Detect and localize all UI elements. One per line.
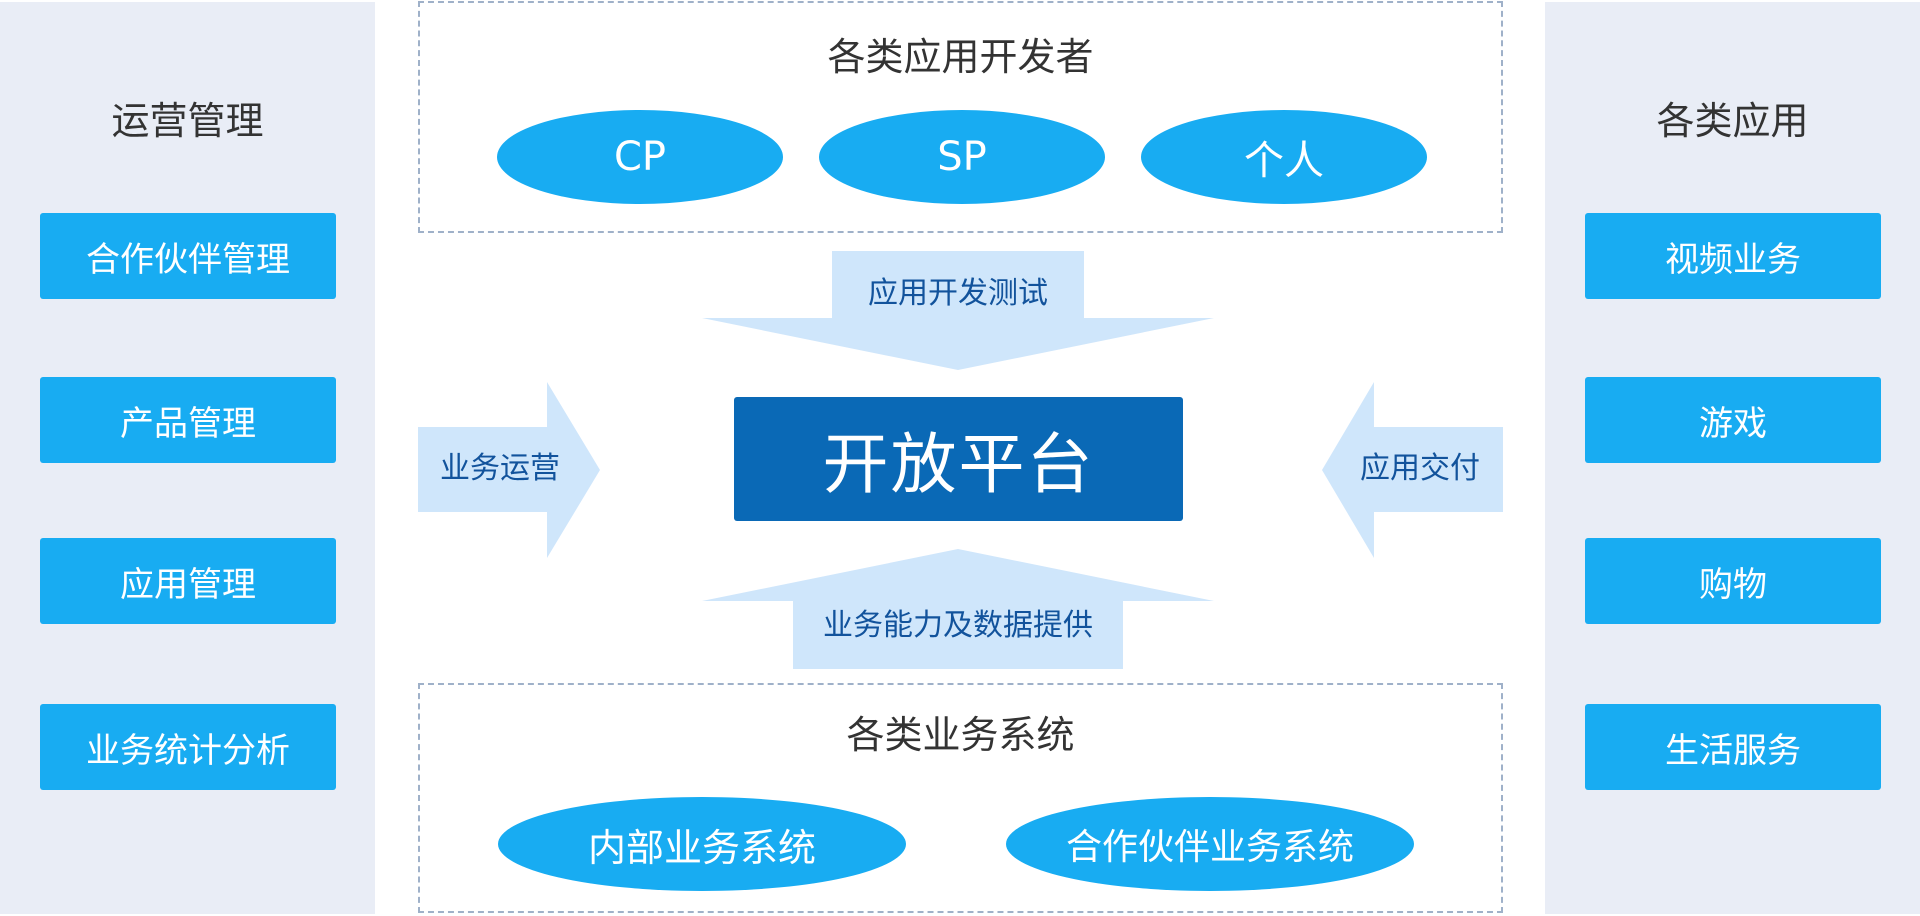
left-arrow-shape <box>418 382 600 558</box>
left-arrow-label: 业务运营 <box>440 451 560 486</box>
open-platform-box: 开放平台 <box>734 397 1183 521</box>
sp-ellipse: SP <box>819 110 1105 204</box>
partner-management-box: 合作伙伴管理 <box>40 213 336 299</box>
operations-panel: 运营管理 合作伙伴管理 产品管理 应用管理 业务统计分析 <box>0 2 375 914</box>
operations-panel-title: 运营管理 <box>111 99 264 143</box>
product-management-box: 产品管理 <box>40 377 336 463</box>
top-arrow-label: 应用开发测试 <box>868 276 1048 311</box>
business-systems-title: 各类业务系统 <box>846 713 1075 757</box>
partner-systems-ellipse: 合作伙伴业务系统 <box>1006 797 1414 891</box>
business-statistics-box: 业务统计分析 <box>40 704 336 790</box>
applications-panel-title: 各类应用 <box>1656 99 1809 143</box>
shopping-box: 购物 <box>1585 538 1881 624</box>
bottom-arrow-label: 业务能力及数据提供 <box>823 608 1093 643</box>
developers-title: 各类应用开发者 <box>827 35 1094 79</box>
life-services-box: 生活服务 <box>1585 704 1881 790</box>
application-management-box: 应用管理 <box>40 538 336 624</box>
cp-ellipse: CP <box>497 110 783 204</box>
video-business-box: 视频业务 <box>1585 213 1881 299</box>
individual-ellipse: 个人 <box>1141 110 1427 204</box>
bottom-arrow-shape <box>702 549 1214 669</box>
developers-box: 各类应用开发者 <box>418 1 1503 233</box>
internal-systems-ellipse: 内部业务系统 <box>498 797 906 891</box>
right-arrow-label: 应用交付 <box>1360 451 1480 486</box>
right-arrow-shape <box>1322 382 1503 558</box>
games-box: 游戏 <box>1585 377 1881 463</box>
applications-panel: 各类应用 视频业务 游戏 购物 生活服务 <box>1545 2 1920 914</box>
business-systems-box: 各类业务系统 <box>418 683 1503 913</box>
top-arrow-shape <box>702 251 1214 370</box>
